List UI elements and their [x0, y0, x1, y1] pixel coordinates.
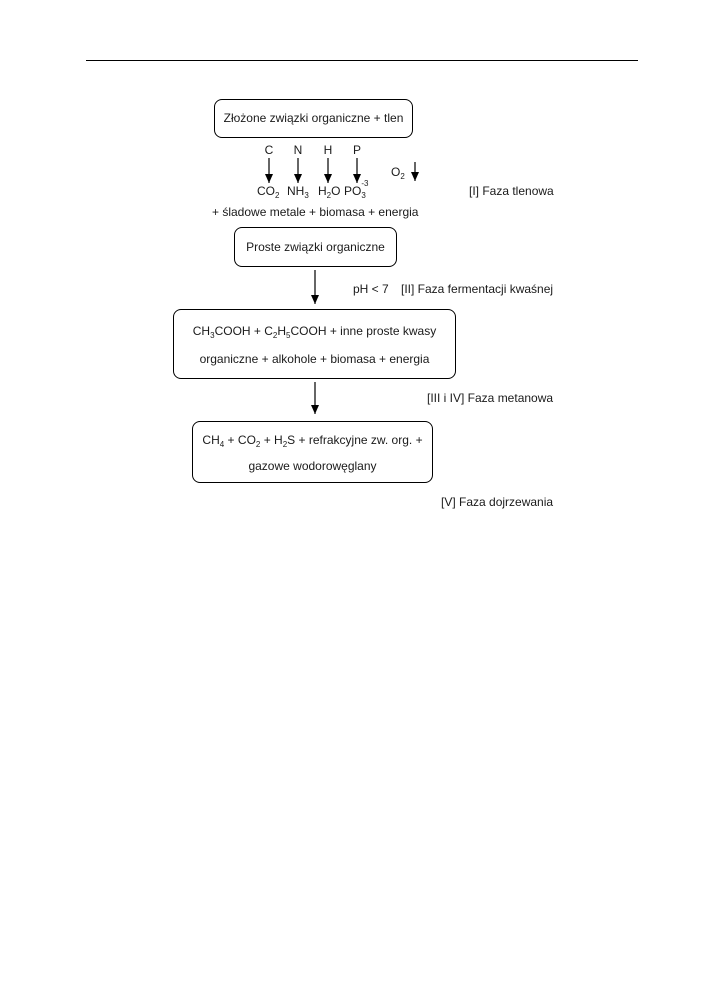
product-h2o: H2O: [318, 184, 341, 200]
ph-condition: pH < 7: [353, 282, 389, 296]
phase4-label: [V] Faza dojrzewania: [441, 495, 554, 509]
gases-line2: gazowe wodorowęglany: [248, 459, 377, 473]
header-rule: [86, 60, 638, 61]
complex-organics-box: Złożone związki organiczne + tlen: [214, 99, 413, 138]
acids-alcohols-box: CH3COOH + C2H5COOH + inne proste kwasy o…: [173, 309, 456, 379]
gases-line1: CH4 + CO2 + H2S + refrakcyjne zw. org. +: [202, 433, 423, 449]
element-p: P: [352, 143, 361, 157]
arrowhead-n: [294, 174, 302, 183]
phase1-byproducts: + śladowe metale + biomasa + energia: [212, 205, 419, 219]
methane-gases-box: CH4 + CO2 + H2S + refrakcyjne zw. org. +…: [192, 421, 433, 483]
product-nh3: NH3: [287, 184, 309, 200]
simple-organics-label: Proste związki organiczne: [246, 240, 385, 254]
arrowhead-box3-box4: [311, 405, 319, 414]
arrowhead-c: [265, 174, 273, 183]
product-co2: CO2: [257, 184, 280, 200]
phase3-label: [III i IV] Faza metanowa: [427, 391, 554, 405]
element-n: N: [293, 143, 303, 157]
oxygen-o2: O2: [391, 165, 405, 181]
acids-line1: CH3COOH + C2H5COOH + inne proste kwasy: [192, 324, 437, 340]
arrowhead-box2-box3: [311, 295, 319, 304]
arrowhead-h: [324, 174, 332, 183]
element-c: C: [264, 143, 274, 157]
acids-line2: organiczne + alkohole + biomasa + energi…: [199, 352, 430, 366]
phase1-label: [I] Faza tlenowa: [469, 184, 554, 198]
arrowhead-p: [353, 174, 361, 183]
phase2-label: [II] Faza fermentacji kwaśnej: [401, 282, 554, 296]
element-h: H: [323, 143, 333, 157]
simple-organics-box: Proste związki organiczne: [234, 227, 397, 267]
arrowhead-o2: [411, 172, 419, 181]
complex-organics-label: Złożone związki organiczne + tlen: [223, 111, 404, 125]
